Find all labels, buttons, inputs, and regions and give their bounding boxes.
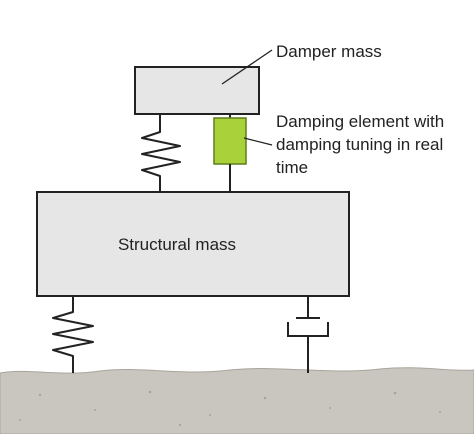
damper-mass-label: Damper mass xyxy=(276,42,382,61)
damping-element-label-line3: time xyxy=(276,158,308,177)
lower-damper xyxy=(287,296,329,373)
structural-mass-box xyxy=(36,191,350,297)
damping-element-leader xyxy=(243,137,273,146)
structural-mass-label: Structural mass xyxy=(118,235,236,254)
damping-element-label-line2: damping tuning in real xyxy=(276,135,443,154)
ground-texture xyxy=(19,390,441,427)
lower-spring xyxy=(52,296,94,373)
damper-mass-box xyxy=(134,66,260,115)
damper-mass-leader xyxy=(221,49,273,85)
damping-element-label-line1: Damping element with xyxy=(276,112,444,131)
upper-spring xyxy=(141,114,181,192)
ground xyxy=(0,367,474,434)
damping-element xyxy=(213,117,247,165)
